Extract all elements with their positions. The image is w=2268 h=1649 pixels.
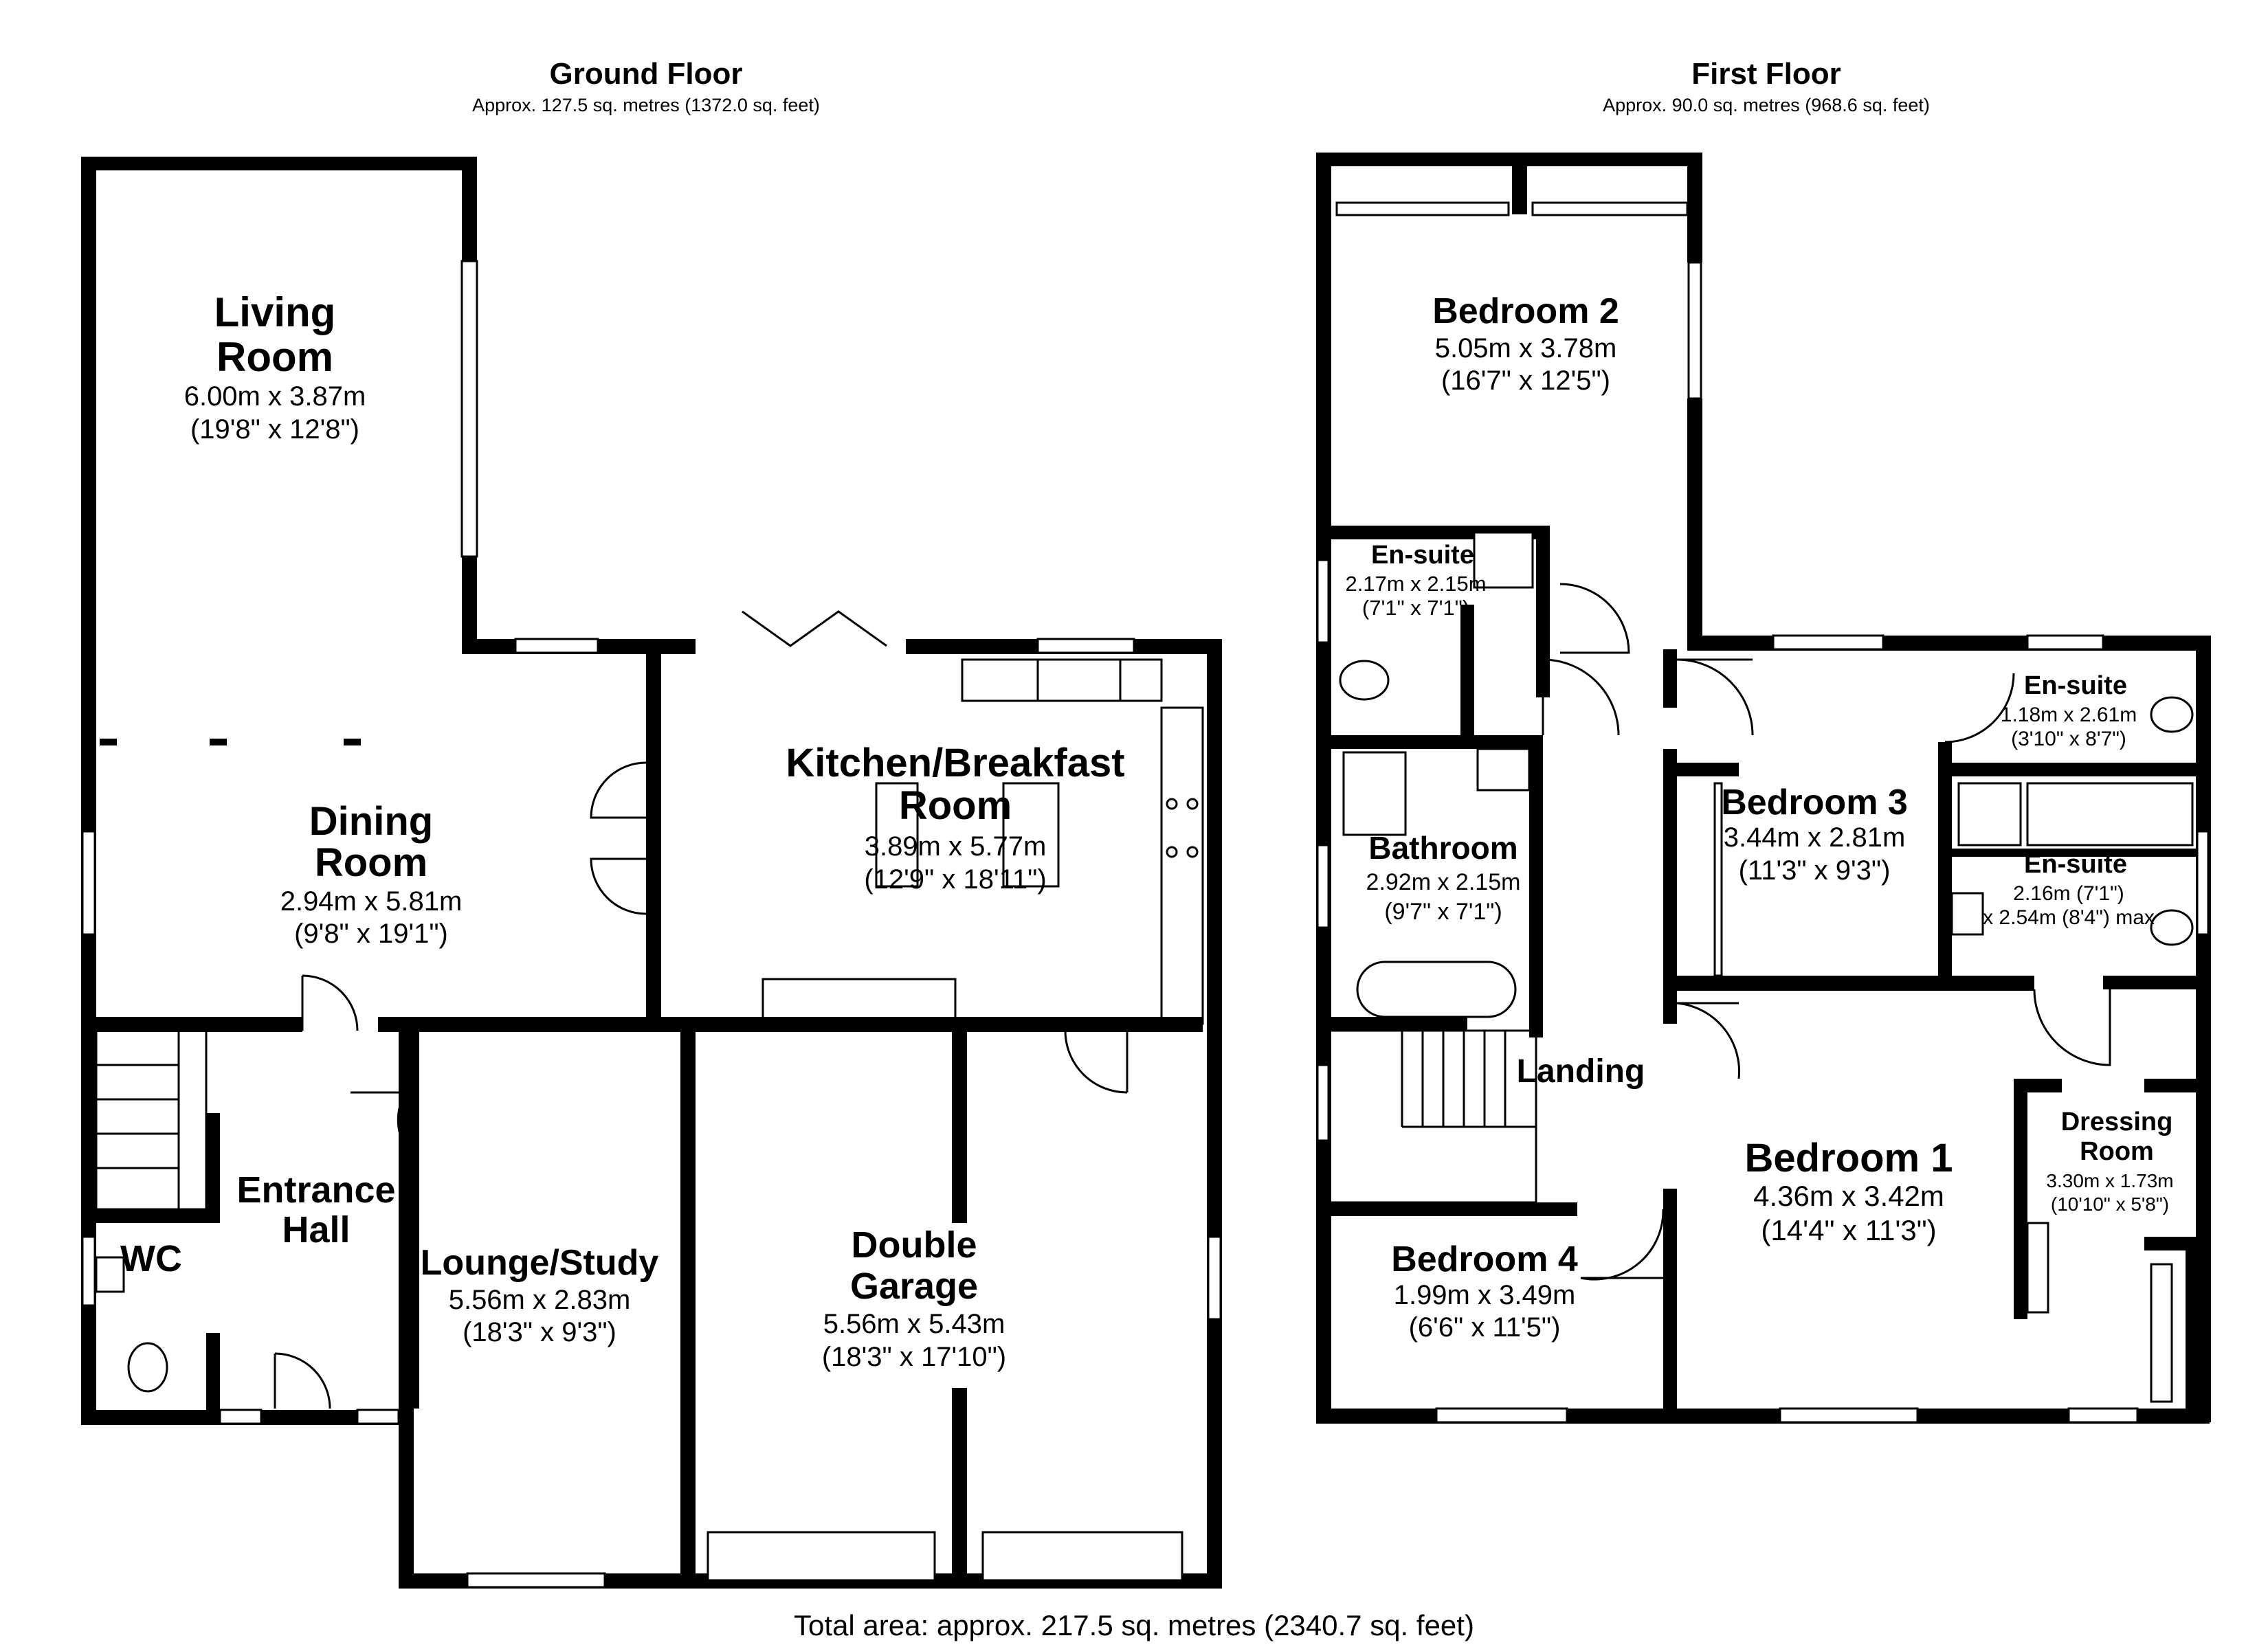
svg-text:Room: Room	[216, 334, 333, 380]
svg-text:3.89m x 5.77m: 3.89m x 5.77m	[865, 831, 1047, 862]
dining-room: Dining Room 2.94m x 5.81m (9'8" x 19'1")	[280, 799, 463, 949]
staircase	[95, 1029, 208, 1211]
double-garage: Double Garage 5.56m x 5.43m (18'3" x 17'…	[822, 1224, 1006, 1372]
svg-text:Kitchen/Breakfast: Kitchen/Breakfast	[786, 741, 1124, 785]
svg-text:Bedroom 3: Bedroom 3	[1721, 783, 1908, 822]
svg-text:Double: Double	[852, 1224, 977, 1266]
svg-text:Bedroom 4: Bedroom 4	[1391, 1239, 1578, 1279]
svg-text:(18'3" x 17'10"): (18'3" x 17'10")	[822, 1342, 1006, 1372]
svg-text:4.36m x 3.42m: 4.36m x 3.42m	[1753, 1180, 1944, 1212]
svg-text:2.16m (7'1"): 2.16m (7'1")	[2013, 882, 2124, 905]
svg-text:WC: WC	[120, 1238, 182, 1279]
landing: Landing	[1517, 1053, 1645, 1090]
svg-text:Garage: Garage	[850, 1266, 978, 1307]
svg-text:(14'4" x 11'3"): (14'4" x 11'3")	[1761, 1214, 1936, 1246]
svg-text:Room: Room	[315, 840, 427, 885]
bedroom-3: Bedroom 3 3.44m x 2.81m (11'3" x 9'3")	[1721, 783, 1908, 886]
en-suite-3: En-suite 2.16m (7'1") x 2.54m (8'4") max	[1983, 850, 2155, 929]
svg-text:2.94m x 5.81m: 2.94m x 5.81m	[280, 886, 463, 917]
svg-text:Lounge/Study: Lounge/Study	[421, 1243, 659, 1283]
svg-text:Bedroom 1: Bedroom 1	[1745, 1136, 1953, 1180]
svg-text:Dressing: Dressing	[2061, 1108, 2173, 1136]
first-floor-plan	[1316, 153, 2211, 1424]
svg-text:3.44m x 2.81m: 3.44m x 2.81m	[1724, 822, 1906, 853]
first-floor-title: First Floor	[1691, 57, 1841, 91]
svg-text:(9'8" x 19'1"): (9'8" x 19'1")	[294, 919, 448, 949]
svg-text:5.05m x 3.78m: 5.05m x 3.78m	[1435, 333, 1617, 363]
svg-text:1.99m x 3.49m: 1.99m x 3.49m	[1394, 1280, 1576, 1310]
toilet-icon	[2150, 909, 2194, 946]
svg-text:(16'7" x 12'5"): (16'7" x 12'5")	[1441, 366, 1610, 396]
sink-icon	[1036, 658, 1122, 702]
en-suite-1: En-suite 2.17m x 2.15m (7'1" x 7'1")	[1345, 541, 1486, 620]
toilet-icon	[2150, 696, 2194, 733]
ground-floor-plan	[81, 157, 1222, 1589]
svg-text:Landing: Landing	[1517, 1053, 1645, 1090]
svg-text:3.30m x 1.73m: 3.30m x 1.73m	[2046, 1170, 2173, 1191]
total-area: Total area: approx. 217.5 sq. metres (23…	[794, 1609, 1474, 1641]
basin-icon	[1476, 748, 1531, 792]
svg-text:6.00m x 3.87m: 6.00m x 3.87m	[184, 381, 366, 412]
bathroom: Bathroom 2.92m x 2.15m (9'7" x 7'1")	[1366, 830, 1521, 925]
svg-text:(6'6" x 11'5"): (6'6" x 11'5")	[1409, 1312, 1561, 1343]
svg-text:Room: Room	[899, 783, 1012, 828]
svg-text:(7'1" x 7'1"): (7'1" x 7'1")	[1362, 596, 1469, 620]
svg-text:Entrance: Entrance	[236, 1169, 395, 1211]
svg-text:2.92m x 2.15m: 2.92m x 2.15m	[1366, 869, 1521, 895]
bedroom-1: Bedroom 1 4.36m x 3.42m (14'4" x 11'3")	[1745, 1136, 1953, 1246]
shower-icon	[1473, 531, 1534, 589]
staircase	[1328, 1029, 1537, 1204]
bedroom-4: Bedroom 4 1.99m x 3.49m (6'6" x 11'5")	[1391, 1239, 1578, 1343]
svg-text:5.56m x 2.83m: 5.56m x 2.83m	[449, 1285, 631, 1315]
svg-text:(9'7" x 7'1"): (9'7" x 7'1")	[1384, 899, 1502, 925]
first-floor-area: Approx. 90.0 sq. metres (968.6 sq. feet)	[1603, 95, 1930, 115]
svg-text:(12'9" x 18'11"): (12'9" x 18'11")	[864, 864, 1046, 895]
svg-text:Hall: Hall	[282, 1209, 350, 1250]
svg-text:En-suite: En-suite	[2024, 850, 2127, 879]
shower-icon	[1957, 782, 2022, 846]
svg-text:(10'10" x 5'8"): (10'10" x 5'8")	[2051, 1193, 2169, 1215]
svg-text:2.17m x 2.15m: 2.17m x 2.15m	[1345, 572, 1486, 596]
svg-text:5.56m x 5.43m: 5.56m x 5.43m	[823, 1309, 1005, 1339]
svg-text:Bedroom 2: Bedroom 2	[1432, 291, 1619, 331]
svg-text:Living: Living	[214, 289, 336, 335]
svg-text:Bathroom: Bathroom	[1368, 830, 1517, 866]
basin-icon	[1950, 892, 1984, 936]
entrance-hall: Entrance Hall	[236, 1169, 395, 1250]
en-suite-2: En-suite 1.18m x 2.61m (3'10" x 8'7")	[2001, 671, 2137, 750]
kitchen-breakfast-room: Kitchen/Breakfast Room 3.89m x 5.77m (12…	[786, 741, 1124, 895]
ground-floor-area: Approx. 127.5 sq. metres (1372.0 sq. fee…	[472, 95, 820, 115]
svg-text:(18'3" x 9'3"): (18'3" x 9'3")	[463, 1317, 616, 1347]
toilet-icon	[127, 1342, 168, 1393]
shower-icon	[1342, 751, 1407, 836]
living-room: Living Room 6.00m x 3.87m (19'8" x 12'8"…	[184, 289, 366, 445]
lounge-study: Lounge/Study 5.56m x 2.83m (18'3" x 9'3"…	[421, 1243, 659, 1347]
svg-text:(11'3" x 9'3"): (11'3" x 9'3")	[1739, 855, 1891, 886]
wc: WC	[120, 1238, 182, 1279]
toilet-icon	[1339, 660, 1390, 701]
svg-text:x 2.54m (8'4") max: x 2.54m (8'4") max	[1983, 906, 2155, 929]
svg-text:1.18m x 2.61m: 1.18m x 2.61m	[2001, 704, 2137, 726]
shower-icon	[2026, 782, 2194, 846]
ground-floor-title: Ground Floor	[549, 57, 742, 91]
bedroom-2: Bedroom 2 5.05m x 3.78m (16'7" x 12'5")	[1432, 291, 1619, 396]
svg-text:Dining: Dining	[309, 799, 433, 844]
svg-text:Room: Room	[2080, 1137, 2154, 1166]
svg-text:(19'8" x 12'8"): (19'8" x 12'8")	[190, 414, 359, 445]
svg-text:En-suite: En-suite	[2024, 671, 2127, 700]
bath-icon	[1356, 961, 1517, 1018]
dressing-room: Dressing Room 3.30m x 1.73m (10'10" x 5'…	[2046, 1108, 2173, 1215]
svg-text:(3'10" x 8'7"): (3'10" x 8'7")	[2011, 728, 2126, 750]
svg-text:En-suite: En-suite	[1371, 541, 1474, 570]
